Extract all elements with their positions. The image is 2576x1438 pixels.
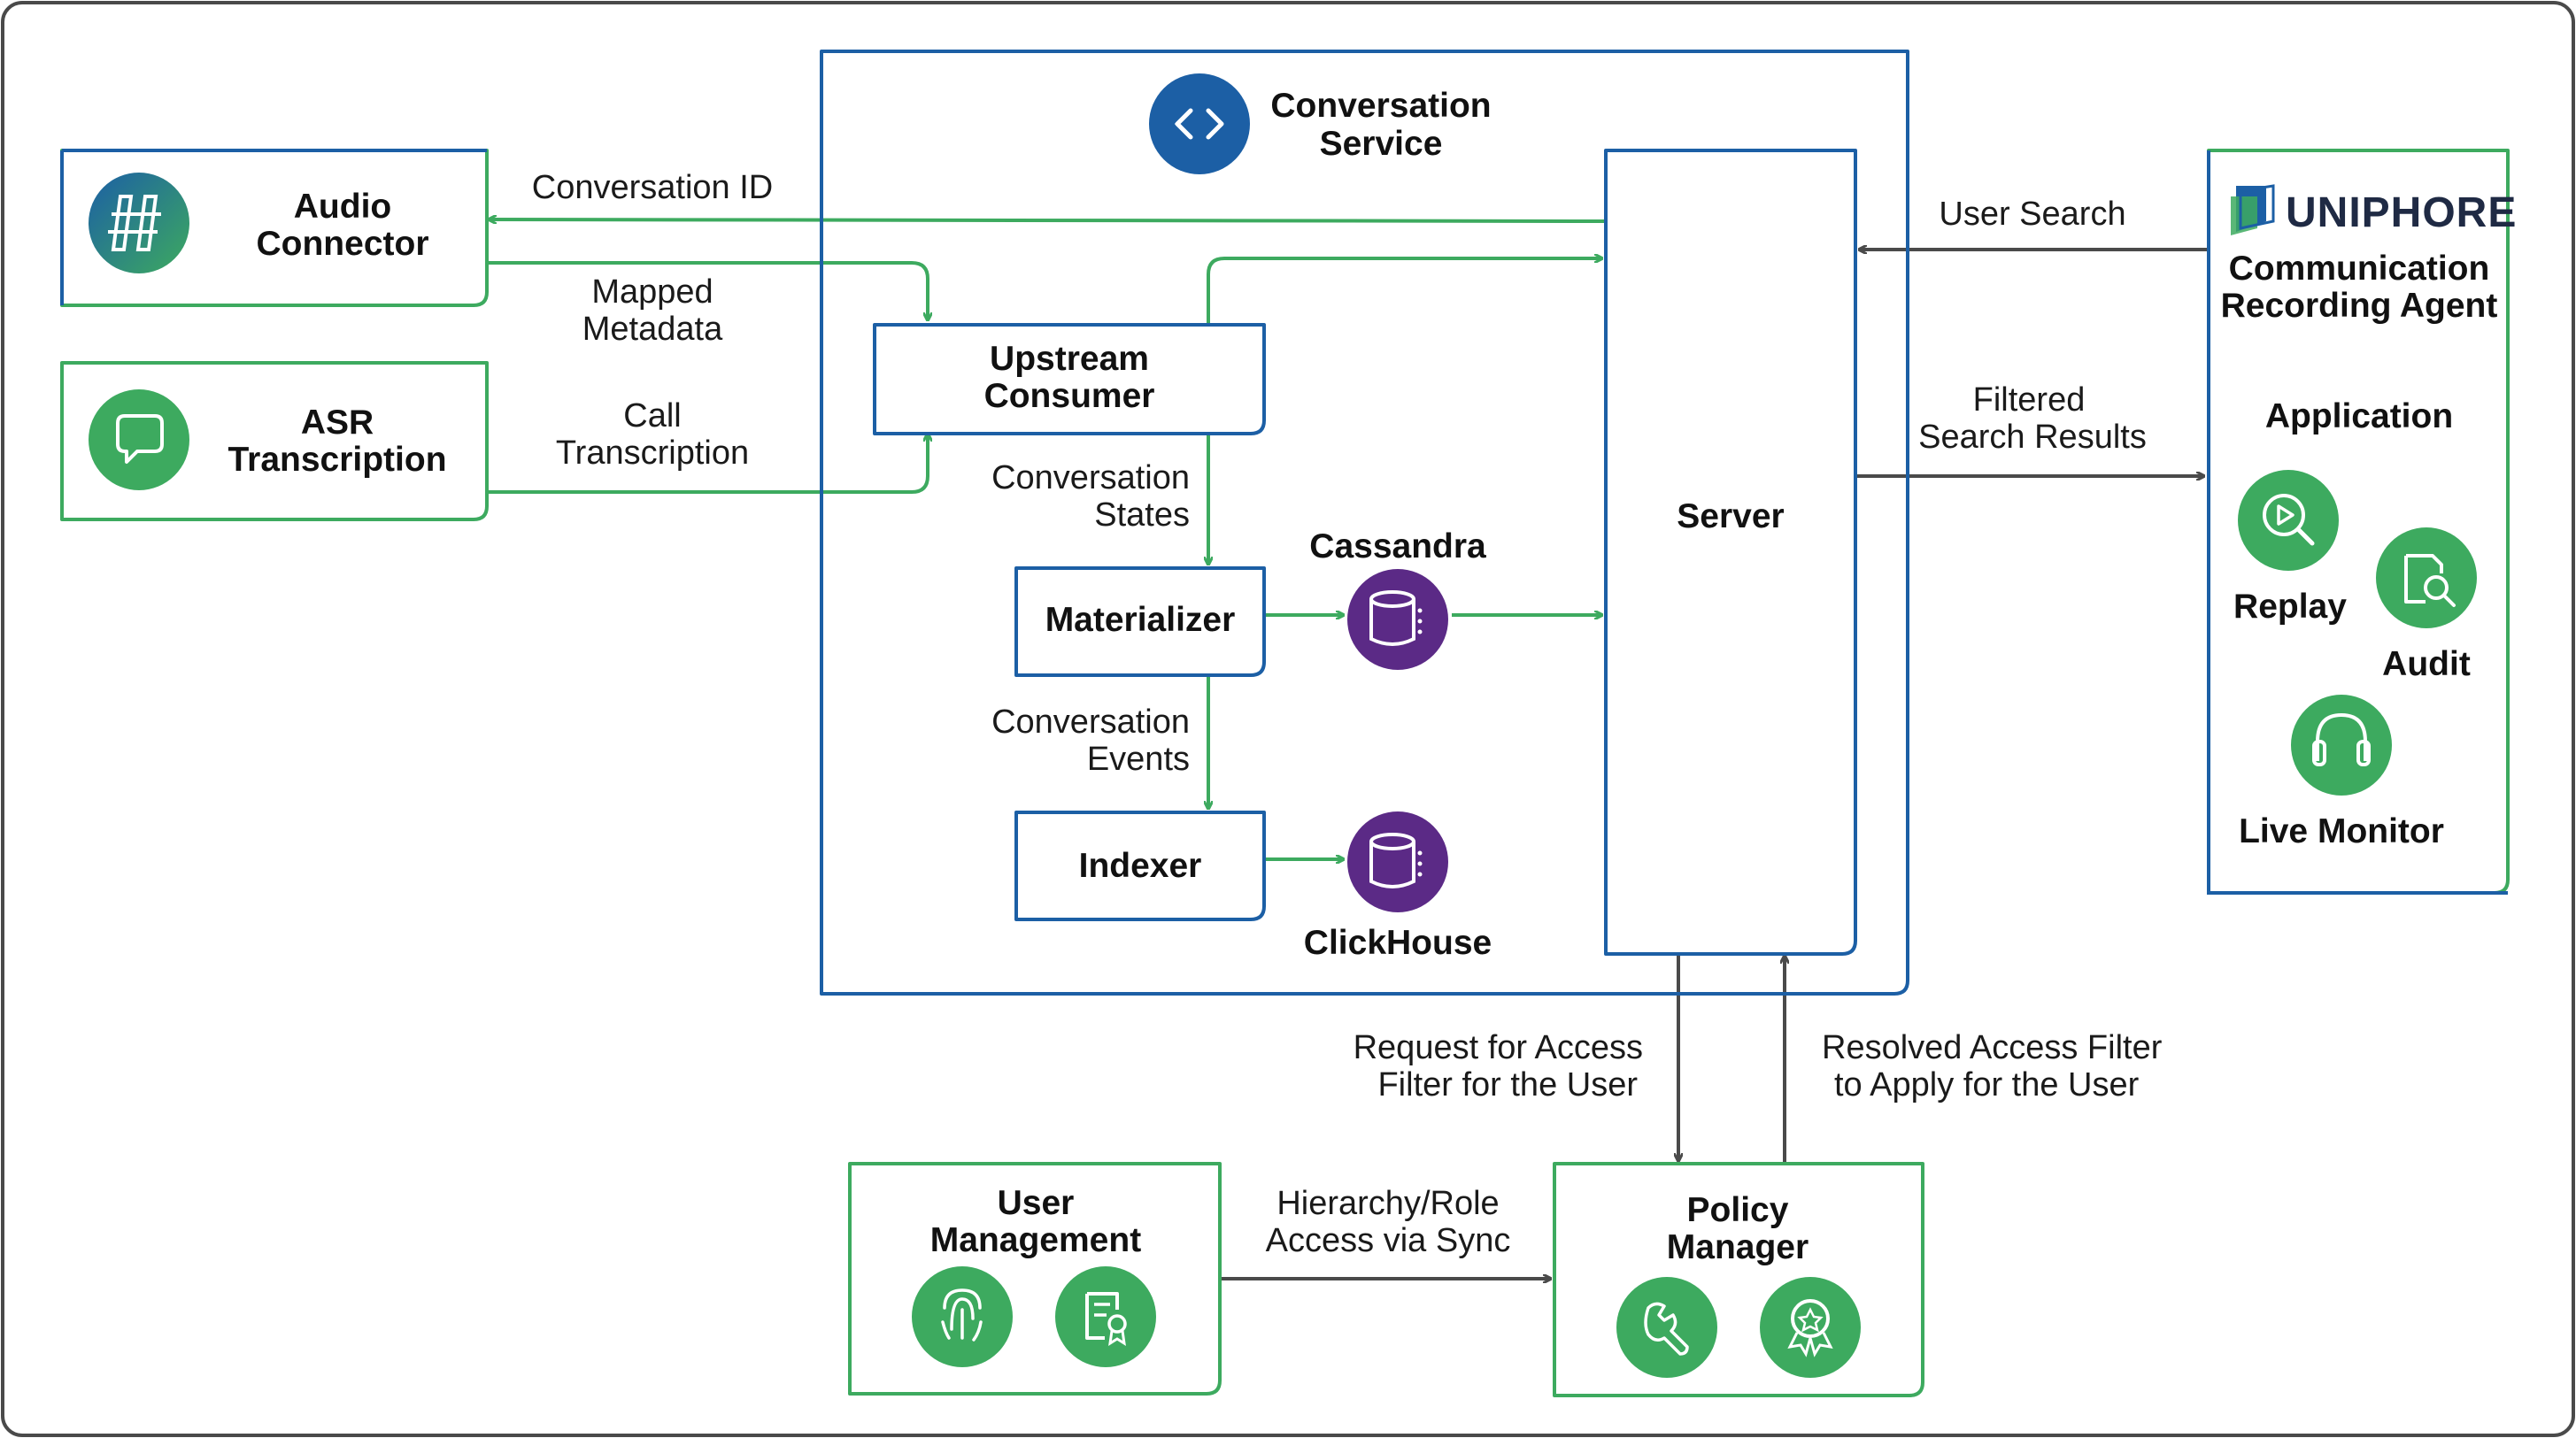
edge-mapped-metadata (489, 261, 928, 320)
upstream-consumer-box: Upstream Consumer (873, 323, 1266, 435)
materializer-title: Materializer (1045, 601, 1236, 639)
asr-transcription-title-2: Transcription (228, 441, 446, 479)
application-heading: Application (2265, 397, 2453, 435)
audio-connector-title: Audio (294, 188, 391, 226)
conversation-service-title: Conversation (1270, 87, 1491, 125)
asr-transcription-title: ASR (301, 404, 374, 442)
wrench-icon (1616, 1277, 1717, 1378)
label-conversation-events-2: Events (1087, 741, 1190, 778)
label-conversation-events: Conversation (991, 704, 1190, 741)
policy-manager-title: Policy (1687, 1191, 1789, 1229)
label-resolved-access: Resolved Access Filter (1822, 1029, 2163, 1066)
database-icon (1347, 811, 1448, 912)
label-hierarchy-sync: Hierarchy/Role (1276, 1185, 1499, 1222)
cassandra-node: Cassandra (1309, 527, 1486, 670)
label-filtered-results-2: Search Results (1918, 419, 2147, 456)
label-conversation-id: Conversation ID (532, 169, 773, 206)
edge-upstream-to-server (1207, 258, 1602, 325)
conversation-service-container: Conversation Service (820, 50, 1909, 996)
cassandra-label: Cassandra (1309, 527, 1486, 565)
label-resolved-access-2: to Apply for the User (1834, 1066, 2140, 1103)
uniphore-logo-icon (2231, 184, 2275, 235)
certificate-document-icon (1055, 1266, 1156, 1367)
audio-connector-title-2: Connector (257, 225, 429, 263)
indexer-title: Indexer (1079, 847, 1202, 885)
fingerprint-icon (912, 1266, 1013, 1367)
headphones-icon (2291, 695, 2392, 796)
server-title: Server (1677, 497, 1784, 535)
audit-icon (2376, 527, 2477, 628)
label-user-search: User Search (1939, 196, 2125, 233)
audio-waveform-icon (89, 173, 189, 273)
label-call-transcription-2: Transcription (556, 434, 749, 472)
indexer-box: Indexer (1014, 811, 1266, 921)
code-brackets-icon (1149, 73, 1250, 174)
user-management-title-2: Management (930, 1221, 1141, 1259)
server-box: Server (1604, 149, 1857, 956)
label-request-access-2: Filter for the User (1377, 1066, 1638, 1103)
edge-call-transcription (489, 434, 928, 494)
uniphore-title: Communication (2229, 250, 2490, 288)
label-hierarchy-sync-2: Access via Sync (1266, 1222, 1511, 1259)
live-monitor-label: Live Monitor (2239, 812, 2444, 850)
uniphore-agent-box: UNIPHORE Communication Recording Agent A… (2207, 149, 2517, 895)
audio-connector-box: Audio Connector (60, 149, 489, 307)
user-management-box: User Management (848, 1162, 1222, 1396)
replay-icon (2238, 470, 2339, 571)
label-request-access: Request for Access (1354, 1029, 1643, 1066)
policy-manager-box: Policy Manager (1553, 1162, 1924, 1397)
label-mapped-metadata: Mapped (591, 273, 713, 311)
edge-conversation-id (489, 219, 1605, 221)
clickhouse-label: ClickHouse (1304, 924, 1492, 962)
conversation-service-title-2: Service (1320, 125, 1443, 163)
upstream-consumer-title-2: Consumer (984, 377, 1155, 415)
policy-manager-title-2: Manager (1667, 1228, 1809, 1266)
database-icon (1347, 569, 1448, 670)
uniphore-brand: UNIPHORE (2286, 189, 2517, 236)
label-conversation-states-2: States (1094, 496, 1190, 534)
materializer-box: Materializer (1014, 566, 1266, 677)
award-badge-icon (1760, 1277, 1861, 1378)
label-filtered-results: Filtered (1973, 381, 2086, 419)
user-management-title: User (998, 1184, 1075, 1222)
audit-label: Audit (2382, 645, 2471, 683)
upstream-consumer-title: Upstream (990, 340, 1149, 378)
chat-bubble-icon (89, 389, 189, 490)
label-conversation-states: Conversation (991, 459, 1190, 496)
replay-label: Replay (2233, 588, 2347, 626)
label-call-transcription: Call (623, 397, 681, 434)
asr-transcription-box: ASR Transcription (60, 361, 489, 521)
uniphore-title-2: Recording Agent (2221, 287, 2498, 325)
clickhouse-node: ClickHouse (1304, 811, 1492, 962)
label-mapped-metadata-2: Metadata (582, 311, 723, 348)
